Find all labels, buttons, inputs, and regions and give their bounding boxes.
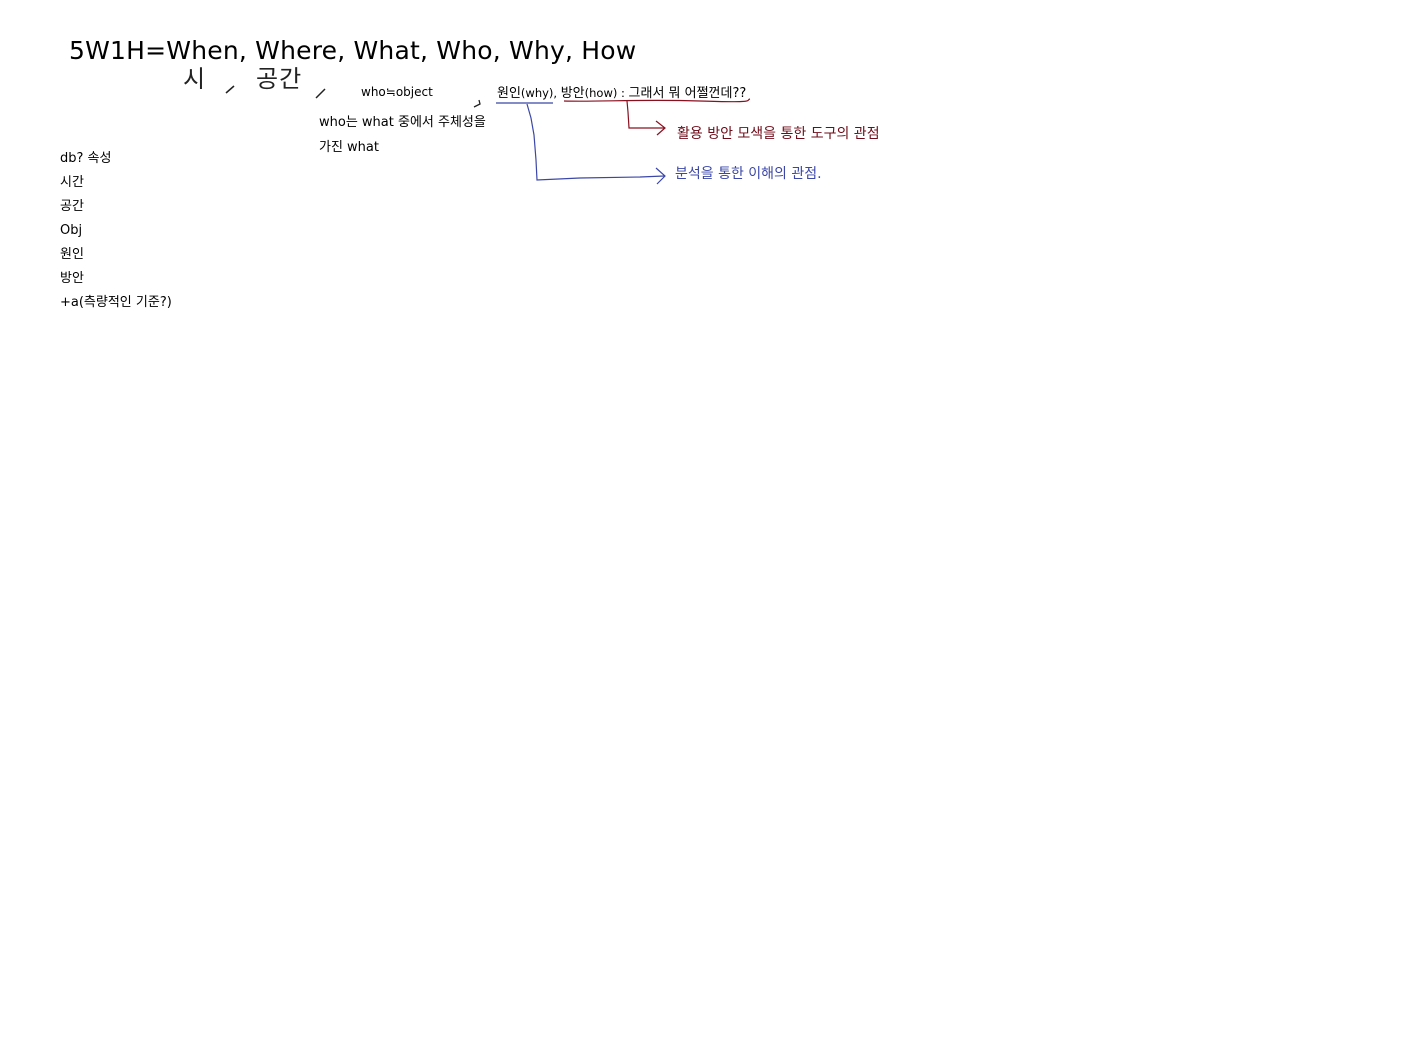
how-label: (how) : xyxy=(584,86,629,100)
blue-connector xyxy=(526,103,665,181)
red-arrowhead xyxy=(655,120,666,136)
understanding-perspective-note: 분석을 통한 이해의 관점. xyxy=(675,166,822,182)
list-item: 방안 xyxy=(60,271,84,286)
list-item: db? 속성 xyxy=(60,151,112,166)
who-note-line-1: who는 what 중에서 주체성을 xyxy=(319,115,486,130)
list-item: 원인 xyxy=(60,247,84,262)
who-object-label: who≒object xyxy=(361,85,433,99)
solution-label: 방안 xyxy=(560,86,585,101)
cause-solution-line: 원인(why), 방안(how) : 그래서 뭐 어쩔껀데?? xyxy=(497,87,746,100)
list-item: +a(측량적인 기준?) xyxy=(60,295,172,310)
question-label: 그래서 뭐 어쩔껀데?? xyxy=(628,86,747,101)
page-title: 5W1H=When, Where, What, Who, Why, How xyxy=(69,36,637,65)
handwritten-si: 시 xyxy=(183,65,207,93)
why-label: (why), xyxy=(520,86,561,100)
handwritten-gonggan: 공간 xyxy=(256,65,303,93)
db-attribute-list: db? 속성 시간 공간 Obj 원인 방안 +a(측량적인 기준?) xyxy=(60,150,172,318)
blue-arrowhead xyxy=(655,167,666,185)
who-note-line-2: 가진 what xyxy=(319,140,379,155)
handwritten-comma-2 xyxy=(315,88,326,99)
handwritten-comma-1 xyxy=(225,85,235,94)
cause-label: 원인 xyxy=(497,86,521,101)
tool-perspective-note: 활용 방안 모색을 통한 도구의 관점 xyxy=(677,126,880,142)
list-item: 시간 xyxy=(60,175,84,190)
list-item: 공간 xyxy=(60,199,84,214)
red-connector xyxy=(626,100,664,129)
list-item: Obj xyxy=(60,223,83,238)
handwritten-comma-3 xyxy=(473,99,481,108)
